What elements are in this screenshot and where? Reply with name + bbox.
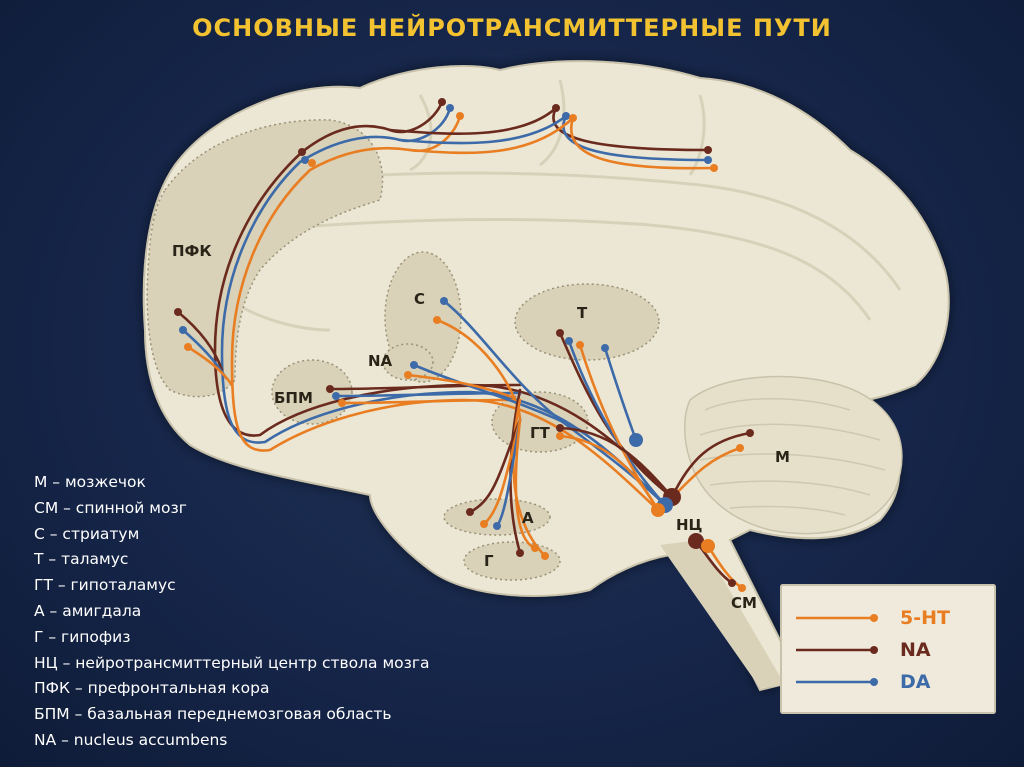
- abbrev-item: БПМ – базальная переднемозговая область: [34, 702, 430, 728]
- label-pfk: ПФК: [172, 242, 212, 260]
- abbrev-item: ПФК – префронтальная кора: [34, 676, 430, 702]
- label-nc: НЦ: [676, 516, 703, 534]
- legend-line-icon: [794, 610, 884, 626]
- abbrev-item: СМ – спинной мозг: [34, 496, 430, 522]
- abbrev-item: NA – nucleus accumbens: [34, 728, 430, 754]
- label-g: Г: [484, 552, 494, 570]
- label-gt: ГТ: [530, 424, 551, 442]
- region-t: [515, 284, 659, 360]
- legend-label-na: NA: [900, 639, 931, 661]
- abbrev-item: Т – таламус: [34, 547, 430, 573]
- abbrev-item: Г – гипофиз: [34, 625, 430, 651]
- label-a: А: [522, 509, 534, 527]
- label-m: М: [775, 448, 790, 466]
- label-sm: СМ: [731, 594, 757, 612]
- label-bpm: БПМ: [274, 389, 313, 407]
- abbrev-item: М – мозжечок: [34, 470, 430, 496]
- region-g: [464, 542, 560, 580]
- legend-box: 5-HT NA DA: [780, 584, 996, 714]
- abbrev-item: ГТ – гипоталамус: [34, 573, 430, 599]
- legend-label-5ht: 5-HT: [900, 607, 950, 629]
- abbrev-item: НЦ – нейротрансмиттерный центр ствола мо…: [34, 651, 430, 677]
- abbreviation-list: М – мозжечок СМ – спинной мозг С – стриа…: [34, 470, 430, 754]
- legend-row-5ht: 5-HT: [780, 604, 996, 634]
- legend-line-icon: [794, 642, 884, 658]
- legend-row-na: NA: [780, 636, 996, 666]
- label-s: С: [414, 290, 425, 308]
- legend-line-icon: [794, 674, 884, 690]
- legend-row-da: DA: [780, 668, 996, 698]
- abbrev-item: С – стриатум: [34, 522, 430, 548]
- abbrev-item: А – амигдала: [34, 599, 430, 625]
- legend-label-da: DA: [900, 671, 930, 693]
- label-t: Т: [577, 304, 588, 322]
- label-na: NA: [368, 352, 393, 370]
